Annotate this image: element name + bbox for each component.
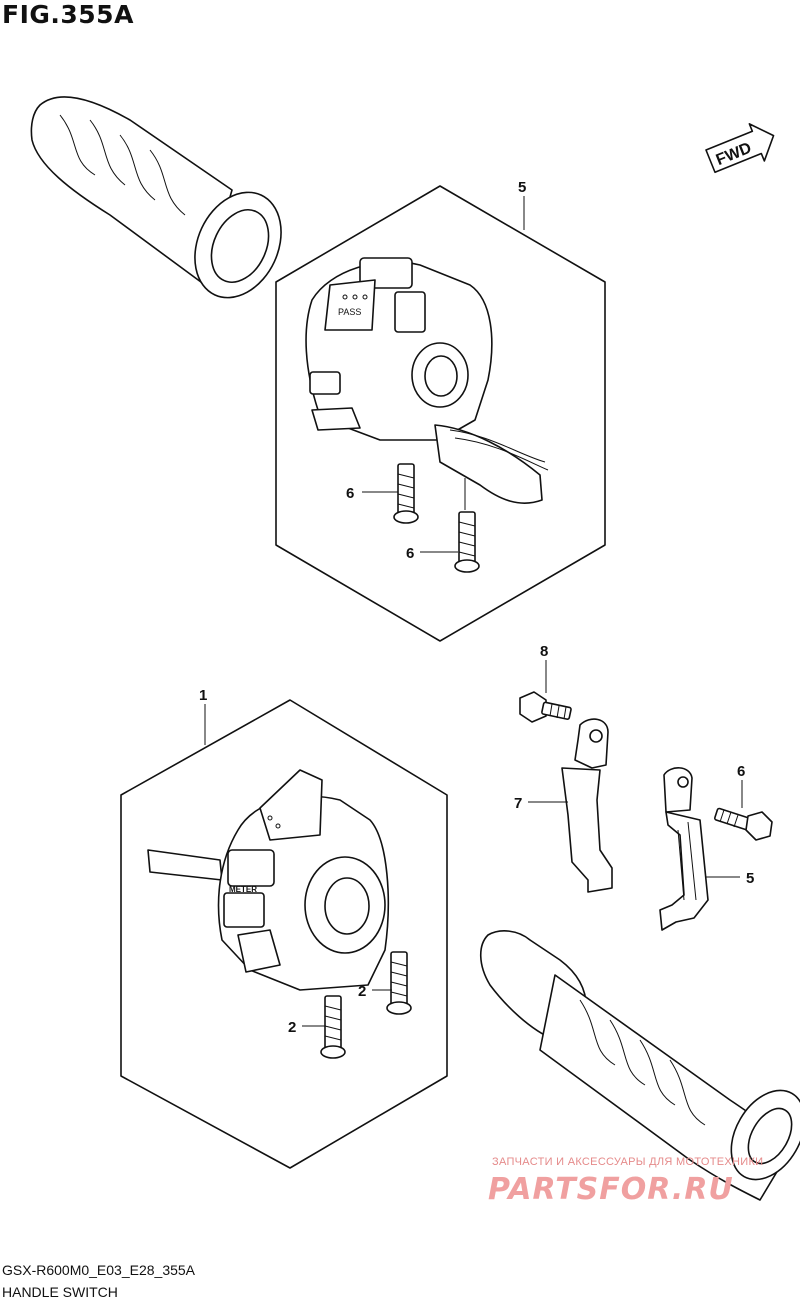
screw-2a: [386, 951, 412, 1015]
part-1-frame: [120, 699, 448, 1169]
callout-6b: 6: [406, 545, 414, 562]
screw-2b: [320, 995, 346, 1059]
pass-switch-label: PASS: [338, 307, 361, 317]
callout-4: 6: [737, 763, 745, 780]
right-handle-switch-housing: PASS: [305, 257, 549, 504]
callout-8: 8: [540, 643, 548, 660]
diagram-name: HANDLE SWITCH: [2, 1284, 118, 1300]
callout-6a: 6: [346, 485, 354, 502]
callout-2a: 2: [358, 983, 366, 1000]
screw-6a: [393, 463, 419, 524]
screw-6b: [454, 511, 480, 573]
bolt-8: [519, 691, 572, 723]
fwd-arrow-icon: FWD: [705, 123, 775, 174]
meter-switch-label: METER: [229, 885, 257, 894]
part-5-frame: [275, 185, 606, 642]
clamp-3: [659, 767, 709, 931]
right-throttle-grip: [479, 930, 800, 1201]
clamp-7: [561, 718, 613, 893]
figure-title: FIG.355A: [2, 0, 134, 29]
callout-1: 1: [199, 687, 207, 704]
left-handle-switch-housing: METER: [147, 769, 390, 991]
watermark-tagline: ЗАПЧАСТИ И АКСЕССУАРЫ ДЛЯ МОТОТЕХНИКИ: [492, 1156, 764, 1168]
callout-2b: 2: [288, 1019, 296, 1036]
callout-7: 7: [514, 795, 522, 812]
diagram-code: GSX-R600M0_E03_E28_355A: [2, 1262, 196, 1278]
watermark-logo: PARTSFOR.RU: [488, 1172, 734, 1207]
callout-5: 5: [518, 179, 526, 196]
bolt-4: [714, 807, 773, 841]
callout-3: 5: [746, 870, 754, 887]
leader-lines: [204, 196, 743, 1027]
left-handle-grip: [30, 96, 282, 299]
